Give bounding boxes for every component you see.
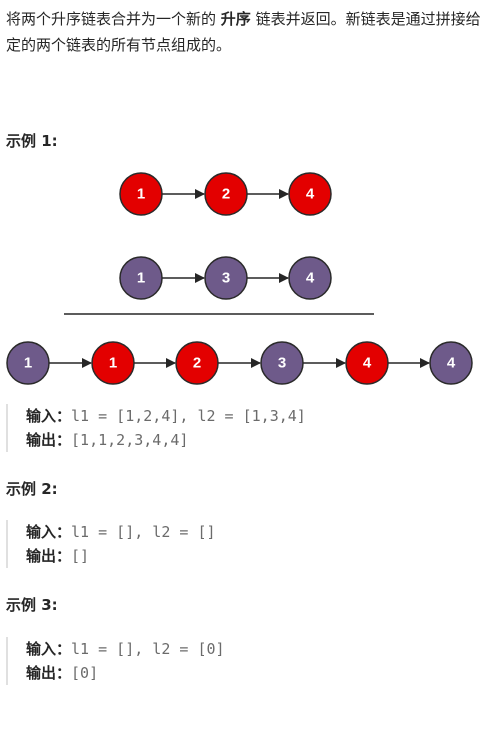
list1-node (204, 172, 248, 216)
list1-node (288, 172, 332, 216)
merged-list-row: 1 1 2 3 4 4 (6, 341, 473, 385)
merge-diagram-svg: 1 2 4 1 3 4 1 1 2 3 4 4 (6, 172, 473, 385)
example-2-heading: 示例 2: (6, 480, 58, 498)
example-2-output-value: [] (71, 547, 90, 565)
merge-diagram: 1 2 4 1 3 4 1 1 2 3 4 4 (0, 160, 490, 400)
merged-node (175, 341, 219, 385)
example-2-input-line: 输入：l1 = [], l2 = [] (26, 520, 490, 544)
list2-node-label: 3 (222, 270, 230, 287)
output-label: 输出： (26, 664, 72, 682)
output-label: 输出： (26, 431, 72, 449)
example-1-heading: 示例 1: (6, 132, 58, 150)
input-label: 输入： (26, 407, 72, 425)
list1-node-label: 2 (222, 186, 230, 203)
merged-node (91, 341, 135, 385)
merged-node (6, 341, 50, 385)
example-3-input-line: 输入：l1 = [], l2 = [0] (26, 637, 490, 661)
list2-node (119, 256, 163, 300)
example-3-output-value: [0] (71, 664, 99, 682)
merged-node-label: 4 (363, 355, 372, 372)
example-1-output-value: [1,1,2,3,4,4] (71, 431, 189, 449)
example-1-input-value: l1 = [1,2,4], l2 = [1,3,4] (71, 407, 306, 425)
merged-node (345, 341, 389, 385)
merged-node-label: 3 (278, 355, 286, 372)
list1-node (119, 172, 163, 216)
example-2-input-value: l1 = [], l2 = [] (71, 523, 216, 541)
example-3-output-line: 输出：[0] (26, 661, 490, 685)
list2-row: 1 3 4 (119, 256, 332, 300)
example-1-output-line: 输出：[1,1,2,3,4,4] (26, 428, 490, 452)
description-bold-ascending: 升序 (220, 10, 251, 28)
example-1-input-line: 输入：l1 = [1,2,4], l2 = [1,3,4] (26, 404, 490, 428)
list1-node-label: 4 (306, 186, 315, 203)
list1-node-label: 1 (137, 186, 145, 203)
merged-node-label: 4 (447, 355, 456, 372)
example-3-input-value: l1 = [], l2 = [0] (71, 640, 225, 658)
output-label: 输出： (26, 547, 72, 565)
example-2-io: 输入：l1 = [], l2 = [] 输出：[] (6, 520, 490, 568)
list1-row: 1 2 4 (119, 172, 332, 216)
example-2-output-line: 输出：[] (26, 544, 490, 568)
merged-node-label: 1 (109, 355, 117, 372)
merged-node (260, 341, 304, 385)
merged-node-label: 2 (193, 355, 201, 372)
merged-node-label: 1 (24, 355, 32, 372)
list2-node-label: 4 (306, 270, 315, 287)
list2-node (204, 256, 248, 300)
example-3-io: 输入：l1 = [], l2 = [0] 输出：[0] (6, 637, 490, 685)
list2-node-label: 1 (137, 270, 145, 287)
input-label: 输入： (26, 523, 72, 541)
example-1-io: 输入：l1 = [1,2,4], l2 = [1,3,4] 输出：[1,1,2,… (6, 404, 490, 452)
description-text-2: 链表并返回。新链表是通过拼接给定的两个链表的所有节点组成的。 (6, 10, 481, 54)
example-3-heading: 示例 3: (6, 596, 58, 614)
list2-node (288, 256, 332, 300)
problem-description: 将两个升序链表合并为一个新的 升序 链表并返回。新链表是通过拼接给定的两个链表的… (6, 6, 484, 58)
description-text-1: 将两个升序链表合并为一个新的 (6, 10, 221, 28)
merged-node (429, 341, 473, 385)
input-label: 输入： (26, 640, 72, 658)
